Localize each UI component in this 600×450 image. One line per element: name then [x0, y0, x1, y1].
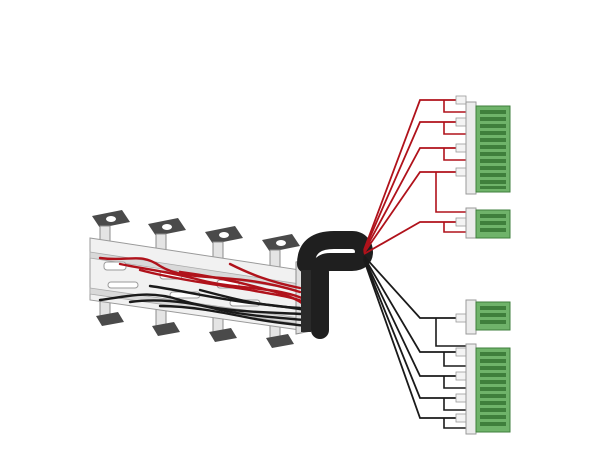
red-branch-wires — [363, 99, 462, 255]
cable-bundle — [297, 231, 374, 339]
mounting-plate-2 — [148, 218, 186, 236]
mounting-plate-1 — [92, 210, 130, 228]
black-branch-wires — [363, 255, 462, 419]
bottom-mounting-feet — [96, 312, 294, 348]
mounting-plate-3 — [205, 226, 243, 244]
connector-red-12pin — [475, 105, 511, 193]
rail-black-wires — [98, 284, 308, 328]
terminal-strips — [465, 101, 477, 435]
mounting-plate-4 — [262, 234, 300, 252]
connector-black-4pin — [475, 301, 511, 331]
connector-black-12pin — [475, 347, 511, 433]
black-branch-wire-loops — [435, 318, 466, 429]
top-mounting-plates — [92, 210, 300, 252]
rail-red-wires — [98, 256, 308, 308]
connector-red-4pin — [475, 209, 511, 239]
wire-ferrules — [455, 95, 467, 423]
red-branch-wire-loops — [435, 100, 466, 233]
